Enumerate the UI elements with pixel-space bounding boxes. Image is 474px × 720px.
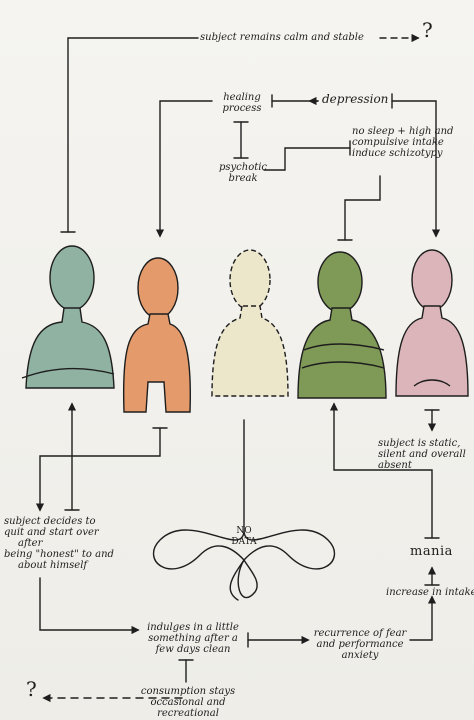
label-no-data: NO DATA — [231, 526, 257, 547]
question-mark-top: ? — [422, 18, 433, 42]
line-schizo-to-figure4 — [344, 175, 381, 241]
label-psychotic-break: psychotic break — [218, 162, 268, 184]
line-depression-to-figure5 — [391, 100, 441, 238]
figure-2-silhouette — [122, 257, 192, 413]
line-recurrence-to-increase — [409, 601, 433, 641]
figure-5-silhouette — [395, 249, 469, 397]
line-calm-to-figure1 — [67, 37, 199, 233]
label-decides-to-quit: subject decides to quit and start over a… — [4, 516, 114, 571]
label-recurrence: recurrence of fear and performance anxie… — [313, 628, 407, 661]
label-depression: depression — [322, 92, 389, 106]
label-consumption: consumption stays occasional and recreat… — [140, 686, 236, 719]
label-mania: mania — [410, 544, 453, 559]
line-decide-to-indulges — [39, 577, 140, 635]
figure-4-silhouette — [297, 251, 387, 399]
question-mark-bottom: ? — [26, 677, 37, 701]
label-indulges: indulges in a little something after a f… — [147, 622, 239, 655]
label-calm-stable: subject remains calm and stable — [200, 32, 364, 43]
label-subject-static: subject is static, silent and overall ab… — [378, 438, 466, 471]
line-schizo-to-psychotic — [263, 147, 351, 171]
label-schizotypy: no sleep + high and compulsive intake in… — [352, 126, 454, 159]
line-mania-to-figure4 — [329, 402, 433, 539]
line-figure2-to-decide — [35, 427, 161, 512]
line-healing-to-figure2 — [155, 100, 213, 238]
label-healing-process: healing process — [222, 92, 262, 114]
figure-3-silhouette — [211, 249, 289, 397]
label-increase-intake: increase in intake — [386, 587, 474, 598]
figure-1-silhouette — [21, 245, 115, 389]
